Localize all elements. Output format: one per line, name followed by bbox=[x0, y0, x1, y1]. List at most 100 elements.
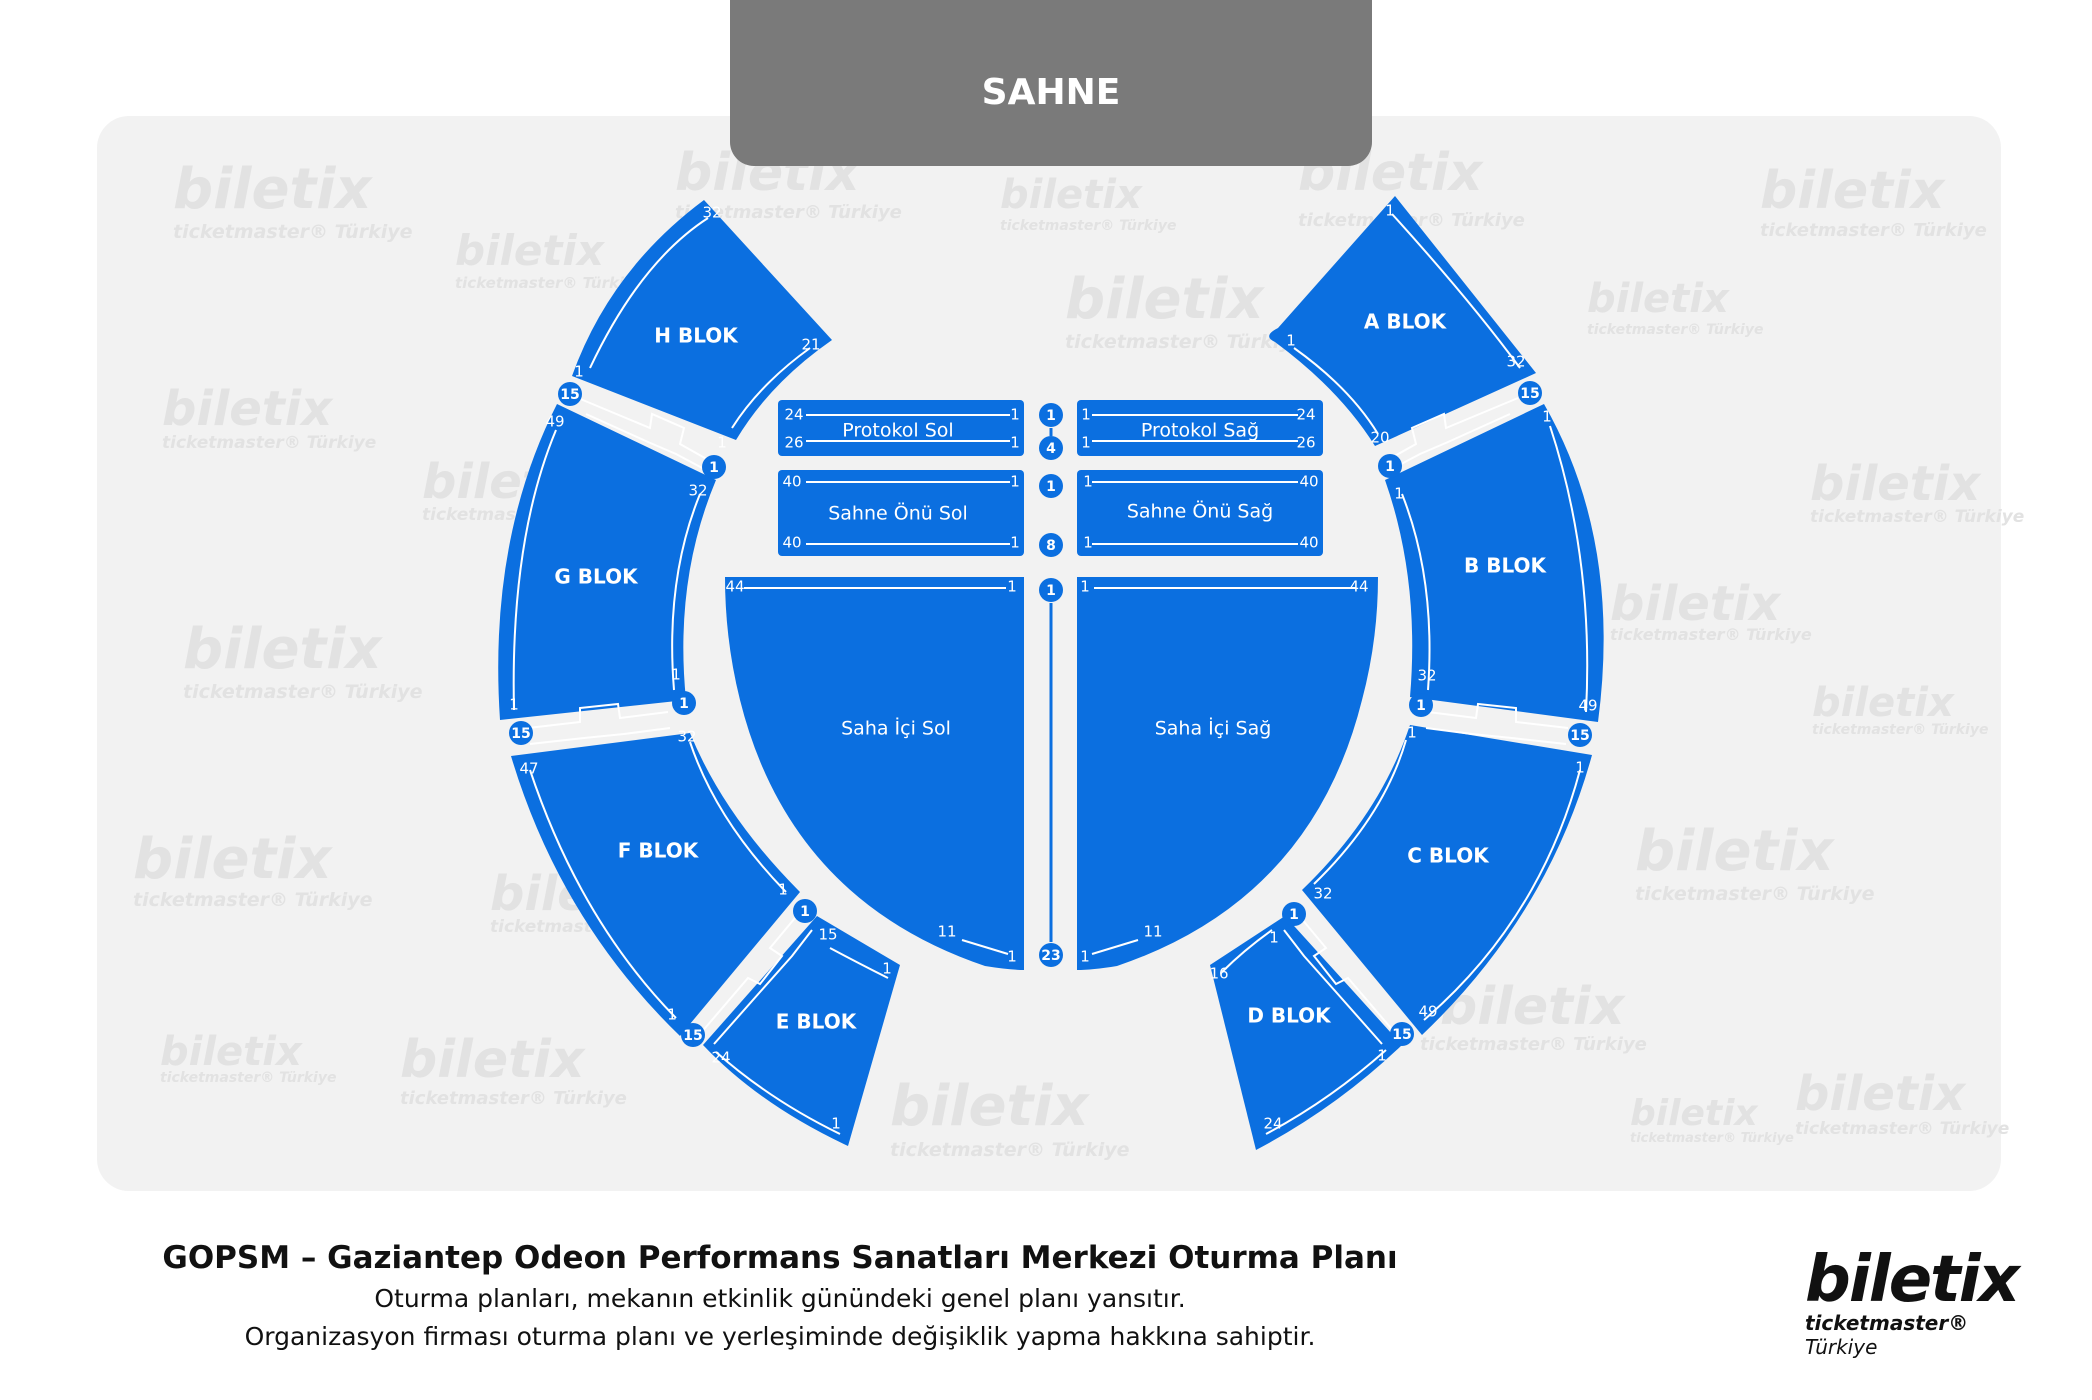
svg-text:biletix: biletix bbox=[455, 226, 606, 275]
block-h-num: 32 bbox=[702, 204, 721, 222]
aisle-circle: 1 bbox=[1282, 902, 1306, 926]
section-sahne-onu-sol[interactable]: Sahne Önü Sol 40 1 40 1 bbox=[778, 470, 1024, 556]
block-e-num: 24 bbox=[711, 1049, 730, 1067]
row-num: 24 bbox=[1296, 406, 1315, 424]
svg-text:ticketmaster® Türkiye: ticketmaster® Türkiye bbox=[160, 1070, 336, 1086]
block-h-label: H BLOK bbox=[654, 324, 739, 348]
block-e-num: 1 bbox=[831, 1115, 841, 1133]
block-f-num: 1 bbox=[778, 881, 788, 899]
stage-label: SAHNE bbox=[982, 72, 1121, 113]
svg-text:ticketmaster® Türkiye: ticketmaster® Türkiye bbox=[1420, 1034, 1647, 1055]
row-num: 11 bbox=[937, 923, 956, 941]
block-b-label: B BLOK bbox=[1464, 554, 1547, 578]
svg-text:biletix: biletix bbox=[1587, 276, 1730, 322]
footer-note-1: Oturma planları, mekanın etkinlik gününd… bbox=[374, 1284, 1186, 1313]
svg-text:ticketmaster® Türkiye: ticketmaster® Türkiye bbox=[1795, 1119, 2009, 1139]
row-num: 1 bbox=[1010, 406, 1020, 424]
block-d[interactable]: D BLOK 1 16 1 24 bbox=[1209, 916, 1402, 1150]
section-protokol-sol[interactable]: Protokol Sol 24 1 26 1 bbox=[778, 400, 1024, 456]
row-num: 1 bbox=[1081, 434, 1091, 452]
block-g-num: 49 bbox=[545, 413, 564, 431]
block-c-num: 1 bbox=[1575, 759, 1585, 777]
section-sahne-onu-sag[interactable]: Sahne Önü Sağ 1 40 1 40 bbox=[1077, 470, 1323, 556]
block-b[interactable]: B BLOK 1 1 32 49 bbox=[1385, 404, 1604, 722]
svg-text:15: 15 bbox=[1392, 1027, 1411, 1043]
block-h[interactable]: H BLOK 32 21 1 1 bbox=[572, 200, 832, 452]
svg-text:ticketmaster® Türkiye: ticketmaster® Türkiye bbox=[1587, 322, 1763, 338]
block-f-num: 1 bbox=[667, 1006, 677, 1024]
aisle-circle: 1 bbox=[1378, 454, 1402, 478]
block-a-label: A BLOK bbox=[1364, 310, 1448, 334]
svg-text:1: 1 bbox=[679, 696, 689, 712]
svg-text:1: 1 bbox=[1385, 459, 1395, 475]
block-f-num: 32 bbox=[677, 728, 696, 746]
block-g-num: 1 bbox=[509, 696, 519, 714]
aisle-circle: 1 bbox=[1039, 578, 1063, 602]
block-b-num: 1 bbox=[1394, 485, 1404, 503]
block-e[interactable]: E BLOK 15 1 24 1 bbox=[703, 916, 900, 1146]
svg-text:1: 1 bbox=[800, 904, 810, 920]
svg-text:biletix: biletix bbox=[183, 617, 383, 682]
svg-text:biletix: biletix bbox=[160, 1029, 303, 1075]
section-label: Saha İçi Sağ bbox=[1155, 717, 1272, 740]
block-g-num: 32 bbox=[688, 482, 707, 500]
row-num: 1 bbox=[1080, 578, 1090, 596]
row-num: 24 bbox=[784, 406, 803, 424]
row-num: 26 bbox=[1296, 434, 1315, 452]
block-g[interactable]: G BLOK 49 32 1 1 bbox=[498, 404, 716, 720]
row-num: 1 bbox=[1081, 406, 1091, 424]
svg-text:15: 15 bbox=[1520, 386, 1539, 402]
svg-text:biletix: biletix bbox=[1610, 576, 1782, 632]
section-label: Protokol Sol bbox=[842, 420, 953, 442]
section-protokol-sag[interactable]: Protokol Sağ 1 24 1 26 bbox=[1077, 400, 1323, 456]
svg-text:ticketmaster® Türkiye: ticketmaster® Türkiye bbox=[400, 1088, 627, 1109]
row-num: 1 bbox=[1007, 578, 1017, 596]
section-saha-ici-sag[interactable]: Saha İçi Sağ 1 44 1 11 bbox=[1077, 577, 1378, 970]
block-h-num: 1 bbox=[717, 434, 727, 452]
footer-note-2: Organizasyon firması oturma planı ve yer… bbox=[244, 1322, 1316, 1351]
block-f[interactable]: F BLOK 32 47 1 1 bbox=[511, 728, 800, 1037]
svg-text:1: 1 bbox=[1416, 698, 1426, 714]
section-label: Protokol Sağ bbox=[1141, 420, 1259, 442]
block-c[interactable]: C BLOK 1 1 32 49 bbox=[1302, 724, 1592, 1036]
svg-text:15: 15 bbox=[560, 387, 579, 403]
block-g-num: 1 bbox=[671, 666, 681, 684]
row-num: 26 bbox=[784, 434, 803, 452]
row-num: 1 bbox=[1083, 473, 1093, 491]
svg-text:ticketmaster® Türkiye: ticketmaster® Türkiye bbox=[133, 889, 373, 911]
block-e-num: 15 bbox=[818, 926, 837, 944]
svg-text:ticketmaster® Türkiye: ticketmaster® Türkiye bbox=[455, 274, 644, 292]
section-saha-ici-sol[interactable]: Saha İçi Sol 44 1 11 1 bbox=[725, 577, 1024, 970]
logo-main: biletix bbox=[1805, 1243, 2020, 1317]
svg-text:biletix: biletix bbox=[1635, 819, 1835, 884]
section-label: Sahne Önü Sağ bbox=[1127, 500, 1273, 523]
passages-right bbox=[1283, 397, 1569, 1045]
row-num: 11 bbox=[1143, 923, 1162, 941]
row-num: 1 bbox=[1010, 434, 1020, 452]
row-num: 1 bbox=[1010, 534, 1020, 552]
svg-text:ticketmaster® Türkiye: ticketmaster® Türkiye bbox=[1760, 220, 1987, 241]
svg-text:ticketmaster® Türkiye: ticketmaster® Türkiye bbox=[173, 221, 413, 243]
block-d-num: 16 bbox=[1209, 965, 1228, 983]
svg-text:1: 1 bbox=[1046, 408, 1056, 424]
aisle-circle: 15 bbox=[558, 382, 582, 406]
block-a[interactable]: A BLOK 1 1 32 20 bbox=[1269, 196, 1536, 447]
svg-text:4: 4 bbox=[1046, 441, 1056, 457]
svg-text:ticketmaster® Türkiye: ticketmaster® Türkiye bbox=[1812, 722, 1988, 738]
row-num: 40 bbox=[1299, 534, 1318, 552]
biletix-logo: biletix ticketmaster® Türkiye bbox=[1805, 1245, 2030, 1359]
block-b-num: 49 bbox=[1578, 697, 1597, 715]
aisle-circle: 15 bbox=[1518, 381, 1542, 405]
block-d-label: D BLOK bbox=[1247, 1004, 1332, 1028]
